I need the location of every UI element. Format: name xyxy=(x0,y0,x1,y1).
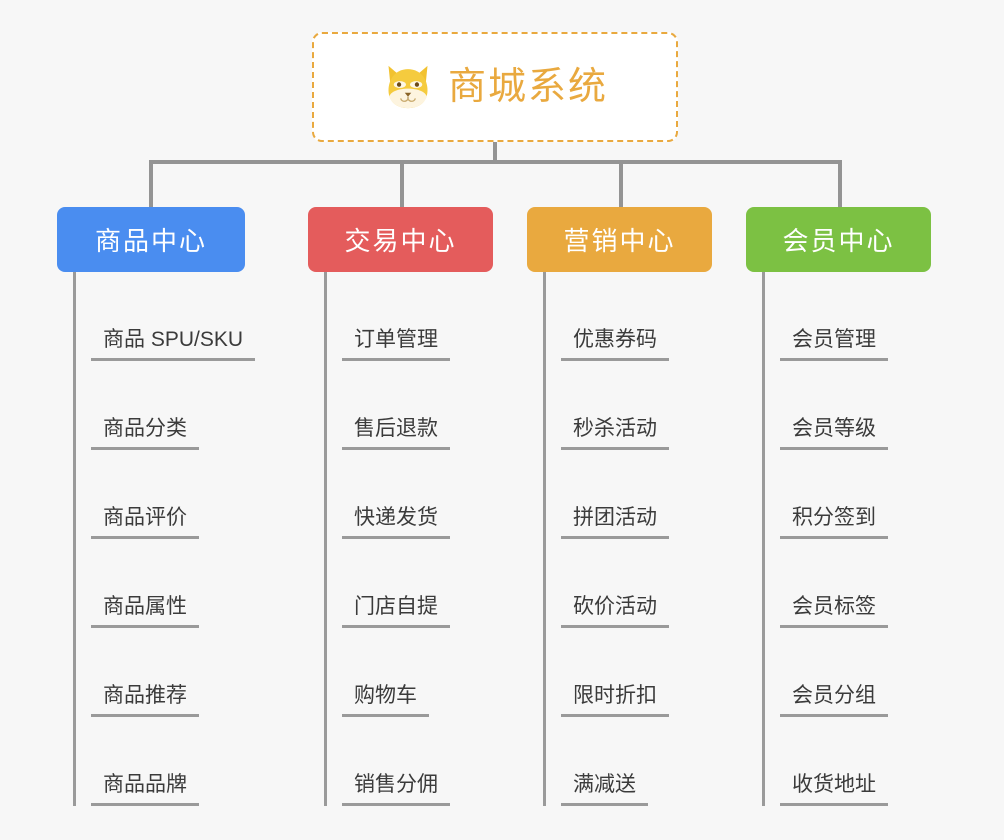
leaf-item[interactable]: 商品分类 xyxy=(57,361,307,450)
leaf-label: 订单管理 xyxy=(342,327,450,361)
leaf-item[interactable]: 会员管理 xyxy=(746,272,966,361)
leaf-label: 会员管理 xyxy=(780,327,888,361)
branch-column-4: 会员中心 会员管理 会员等级 积分签到 会员标签 会员分组 收货地址 xyxy=(746,207,966,806)
branch-header-1[interactable]: 商品中心 xyxy=(57,207,245,272)
leaf-item[interactable]: 销售分佣 xyxy=(308,717,528,806)
leaf-label: 售后退款 xyxy=(342,416,450,450)
leaf-label: 会员等级 xyxy=(780,416,888,450)
leaf-label: 会员标签 xyxy=(780,594,888,628)
leaf-item[interactable]: 秒杀活动 xyxy=(527,361,747,450)
branch-column-2: 交易中心 订单管理 售后退款 快递发货 门店自提 购物车 销售分佣 xyxy=(308,207,528,806)
branch-header-label-1: 商品中心 xyxy=(94,226,207,256)
root-title: 商城系统 xyxy=(447,66,608,108)
leaf-item[interactable]: 商品品牌 xyxy=(57,717,307,806)
leaf-label: 商品评价 xyxy=(91,505,199,539)
branch-items-2: 订单管理 售后退款 快递发货 门店自提 购物车 销售分佣 xyxy=(308,272,528,806)
leaf-item[interactable]: 商品 SPU/SKU xyxy=(57,272,307,361)
leaf-item[interactable]: 优惠券码 xyxy=(527,272,747,361)
leaf-label: 商品分类 xyxy=(91,416,199,450)
leaf-item[interactable]: 商品评价 xyxy=(57,450,307,539)
connector-root-stem xyxy=(493,142,497,163)
leaf-label: 砍价活动 xyxy=(561,594,669,628)
leaf-label: 限时折扣 xyxy=(561,683,669,717)
branch-trunk-4 xyxy=(762,272,765,806)
branch-header-2[interactable]: 交易中心 xyxy=(308,207,493,272)
branch-header-3[interactable]: 营销中心 xyxy=(527,207,712,272)
leaf-label: 商品属性 xyxy=(91,594,199,628)
branch-header-label-2: 交易中心 xyxy=(344,226,457,256)
branch-column-3: 营销中心 优惠券码 秒杀活动 拼团活动 砍价活动 限时折扣 满减送 xyxy=(527,207,747,806)
branch-items-1: 商品 SPU/SKU 商品分类 商品评价 商品属性 商品推荐 商品品牌 xyxy=(57,272,307,806)
leaf-label: 销售分佣 xyxy=(342,772,450,806)
leaf-label: 收货地址 xyxy=(780,772,888,806)
leaf-label: 优惠券码 xyxy=(561,327,669,361)
leaf-item[interactable]: 购物车 xyxy=(308,628,528,717)
branch-trunk-1 xyxy=(73,272,76,806)
leaf-item[interactable]: 售后退款 xyxy=(308,361,528,450)
branch-trunk-2 xyxy=(324,272,327,806)
leaf-item[interactable]: 订单管理 xyxy=(308,272,528,361)
leaf-item[interactable]: 会员标签 xyxy=(746,539,966,628)
leaf-item[interactable]: 商品属性 xyxy=(57,539,307,628)
connector-drop-2 xyxy=(400,160,404,208)
leaf-item[interactable]: 会员等级 xyxy=(746,361,966,450)
leaf-item[interactable]: 满减送 xyxy=(527,717,747,806)
connector-drop-1 xyxy=(149,160,153,208)
leaf-label: 积分签到 xyxy=(780,505,888,539)
leaf-label: 满减送 xyxy=(561,772,648,806)
connector-drop-4 xyxy=(838,160,842,208)
leaf-label: 会员分组 xyxy=(780,683,888,717)
branch-header-label-3: 营销中心 xyxy=(563,226,676,256)
branch-items-4: 会员管理 会员等级 积分签到 会员标签 会员分组 收货地址 xyxy=(746,272,966,806)
branch-items-3: 优惠券码 秒杀活动 拼团活动 砍价活动 限时折扣 满减送 xyxy=(527,272,747,806)
leaf-item[interactable]: 商品推荐 xyxy=(57,628,307,717)
leaf-item[interactable]: 砍价活动 xyxy=(527,539,747,628)
leaf-item[interactable]: 拼团活动 xyxy=(527,450,747,539)
leaf-label: 购物车 xyxy=(342,683,429,717)
leaf-item[interactable]: 快递发货 xyxy=(308,450,528,539)
branch-header-label-4: 会员中心 xyxy=(782,226,895,256)
leaf-item[interactable]: 积分签到 xyxy=(746,450,966,539)
leaf-label: 门店自提 xyxy=(342,594,450,628)
connector-horizontal-bus xyxy=(149,160,842,164)
leaf-item[interactable]: 门店自提 xyxy=(308,539,528,628)
leaf-label: 商品 SPU/SKU xyxy=(91,327,256,361)
leaf-label: 秒杀活动 xyxy=(561,416,669,450)
leaf-label: 拼团活动 xyxy=(561,505,669,539)
branch-trunk-3 xyxy=(543,272,546,806)
shiba-dog-face-icon xyxy=(388,65,428,109)
connector-drop-3 xyxy=(619,160,623,208)
leaf-item[interactable]: 会员分组 xyxy=(746,628,966,717)
leaf-label: 商品品牌 xyxy=(91,772,199,806)
leaf-item[interactable]: 限时折扣 xyxy=(527,628,747,717)
leaf-label: 快递发货 xyxy=(342,505,450,539)
leaf-item[interactable]: 收货地址 xyxy=(746,717,966,806)
leaf-label: 商品推荐 xyxy=(91,683,199,717)
root-node[interactable]: 商城系统 xyxy=(312,32,678,142)
branch-column-1: 商品中心 商品 SPU/SKU 商品分类 商品评价 商品属性 商品推荐 商品品牌 xyxy=(57,207,307,806)
branch-header-4[interactable]: 会员中心 xyxy=(746,207,931,272)
